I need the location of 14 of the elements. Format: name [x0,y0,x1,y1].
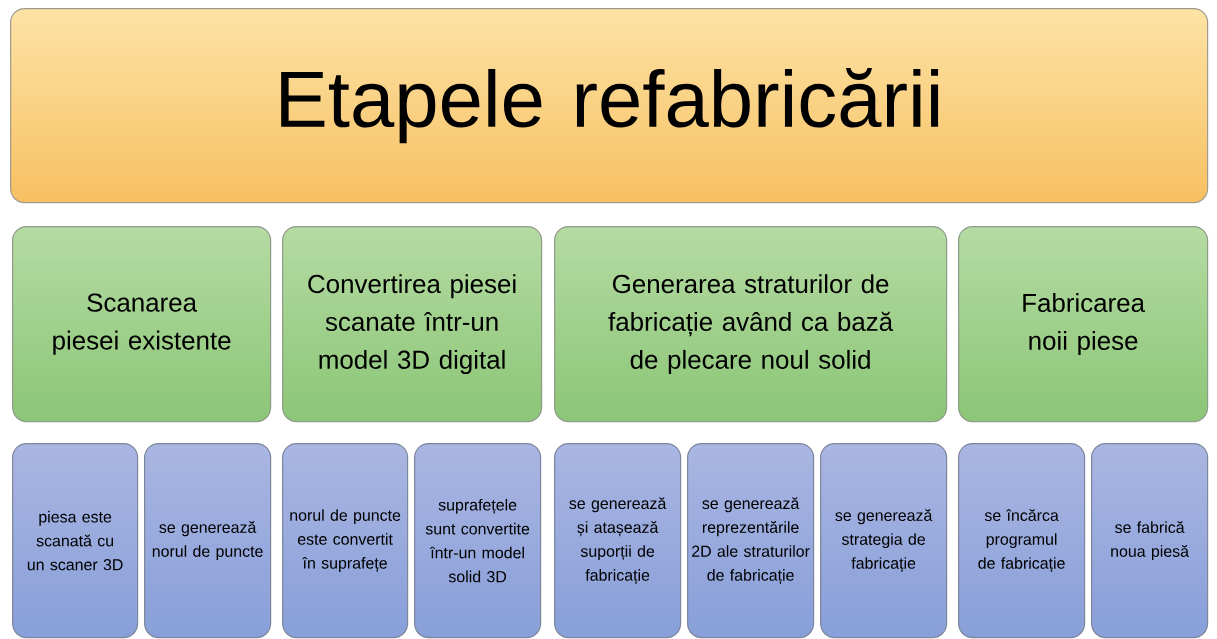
title-banner: Etapele refabricării [10,8,1209,204]
step-box: se generează și atașează suporții de fabricație [554,443,682,639]
step-box: suprafețele sunt convertite într-un model solid 3D [414,443,542,639]
step-box: se încărca programul de fabricație [958,443,1086,639]
stage-box: Generarea straturilor de fabricație având ca bază de plecare noul solid [554,226,948,423]
step-box: piesa este scanată cu un scaner 3D [12,443,139,639]
step-box: se fabrică noua piesă [1091,443,1209,639]
stage-box: Scanarea piesei existente [12,226,272,423]
step-box: se generează reprezentările 2D ale straturilor de fabricație [687,443,815,639]
stage-box: Convertirea piesei scanate într-un model 3D digital [282,226,543,423]
step-box: norul de puncte este convertit în suprafețe [282,443,409,639]
stage-box: Fabricarea noii piese [958,226,1209,423]
step-box: se generează strategia de fabricație [820,443,948,639]
step-box: se generează norul de puncte [144,443,272,639]
